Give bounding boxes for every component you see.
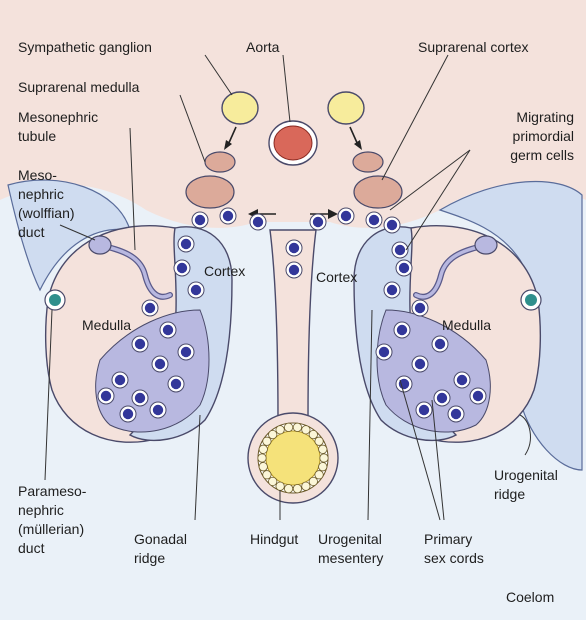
germ-cell — [195, 215, 205, 225]
right-mesonephric-duct — [475, 236, 497, 254]
hindgut-bead — [302, 426, 310, 434]
hindgut-bead — [263, 471, 271, 479]
label-paramesonephric-duct: Paramesо- nephric (müllerian) duct — [18, 482, 86, 558]
germ-cell — [457, 375, 467, 385]
germ-cell — [223, 211, 233, 221]
label-suprarenal-cortex: Suprarenal cortex — [418, 38, 529, 57]
germ-cell — [135, 393, 145, 403]
germ-cell — [395, 245, 405, 255]
germ-cell — [435, 339, 445, 349]
label-suprarenal-medulla: Suprarenal medulla — [18, 78, 139, 97]
left-sympathetic-ganglion — [222, 92, 258, 124]
left-paramesonephric-lumen — [49, 294, 61, 306]
label-medulla-right: Medulla — [442, 316, 491, 335]
germ-cell — [181, 239, 191, 249]
hindgut-bead — [284, 423, 292, 431]
hindgut-bead — [259, 445, 267, 453]
hindgut-bead — [258, 454, 266, 462]
label-cortex-left: Cortex — [204, 262, 245, 281]
hindgut-bead — [276, 426, 284, 434]
label-mesonephric-tubule: Mesonephric tubule — [18, 108, 98, 146]
germ-cell — [253, 217, 263, 227]
hindgut-lumen — [266, 431, 320, 485]
germ-cell — [399, 263, 409, 273]
germ-cell — [289, 243, 299, 253]
germ-cell — [473, 391, 483, 401]
germ-cell — [451, 409, 461, 419]
right-paramesonephric-lumen — [525, 294, 537, 306]
germ-cell — [437, 393, 447, 403]
germ-cell — [387, 285, 397, 295]
hindgut-bead — [263, 437, 271, 445]
germ-cell — [379, 347, 389, 357]
germ-cell — [101, 391, 111, 401]
germ-cell — [155, 359, 165, 369]
germ-cell — [191, 285, 201, 295]
germ-cell — [171, 379, 181, 389]
hindgut-bead — [309, 477, 317, 485]
right-suprarenal-cortex — [354, 176, 402, 208]
label-medulla-left: Medulla — [82, 316, 131, 335]
label-primary-sex-cords: Primary sex cords — [424, 530, 484, 568]
hindgut-bead — [276, 482, 284, 490]
label-coelom: Coelom — [506, 588, 554, 607]
hindgut-bead — [268, 477, 276, 485]
germ-cell — [415, 359, 425, 369]
label-urogenital-ridge: Urogenital ridge — [494, 466, 558, 504]
hindgut-bead — [315, 437, 323, 445]
hindgut-bead — [293, 484, 301, 492]
left-suprarenal-medulla — [205, 152, 235, 172]
hindgut-bead — [284, 484, 292, 492]
germ-cell — [153, 405, 163, 415]
hindgut-bead — [302, 482, 310, 490]
label-cortex-right: Cortex — [316, 268, 357, 287]
hindgut-bead — [293, 423, 301, 431]
germ-cell — [177, 263, 187, 273]
right-suprarenal-medulla — [353, 152, 383, 172]
germ-cell — [181, 347, 191, 357]
germ-cell — [313, 217, 323, 227]
label-mesonephric-duct: Meso- nephric (wolffian) duct — [18, 166, 75, 242]
hindgut-bead — [315, 471, 323, 479]
germ-cell — [163, 325, 173, 335]
hindgut-bead — [319, 463, 327, 471]
hindgut-bead — [268, 430, 276, 438]
hindgut-bead — [259, 463, 267, 471]
germ-cell — [135, 339, 145, 349]
label-hindgut: Hindgut — [250, 530, 298, 549]
germ-cell — [341, 211, 351, 221]
label-sympathetic-ganglion: Sympathetic ganglion — [18, 38, 152, 57]
label-migrating-germ-cells: Migrating primordial germ cells — [460, 108, 574, 165]
germ-cell — [145, 303, 155, 313]
left-suprarenal-cortex — [186, 176, 234, 208]
hindgut-bead — [309, 430, 317, 438]
right-sympathetic-ganglion — [328, 92, 364, 124]
germ-cell — [415, 303, 425, 313]
germ-cell — [123, 409, 133, 419]
germ-cell — [289, 265, 299, 275]
label-urogenital-mesentery: Urogenital mesentery — [318, 530, 383, 568]
label-gonadal-ridge: Gonadal ridge — [134, 530, 187, 568]
label-aorta: Aorta — [246, 38, 279, 57]
hindgut-bead — [319, 445, 327, 453]
germ-cell — [419, 405, 429, 415]
germ-cell — [397, 325, 407, 335]
germ-cell — [387, 220, 397, 230]
hindgut-bead — [320, 454, 328, 462]
germ-cell — [369, 215, 379, 225]
germ-cell — [115, 375, 125, 385]
aorta-lumen — [274, 126, 312, 160]
